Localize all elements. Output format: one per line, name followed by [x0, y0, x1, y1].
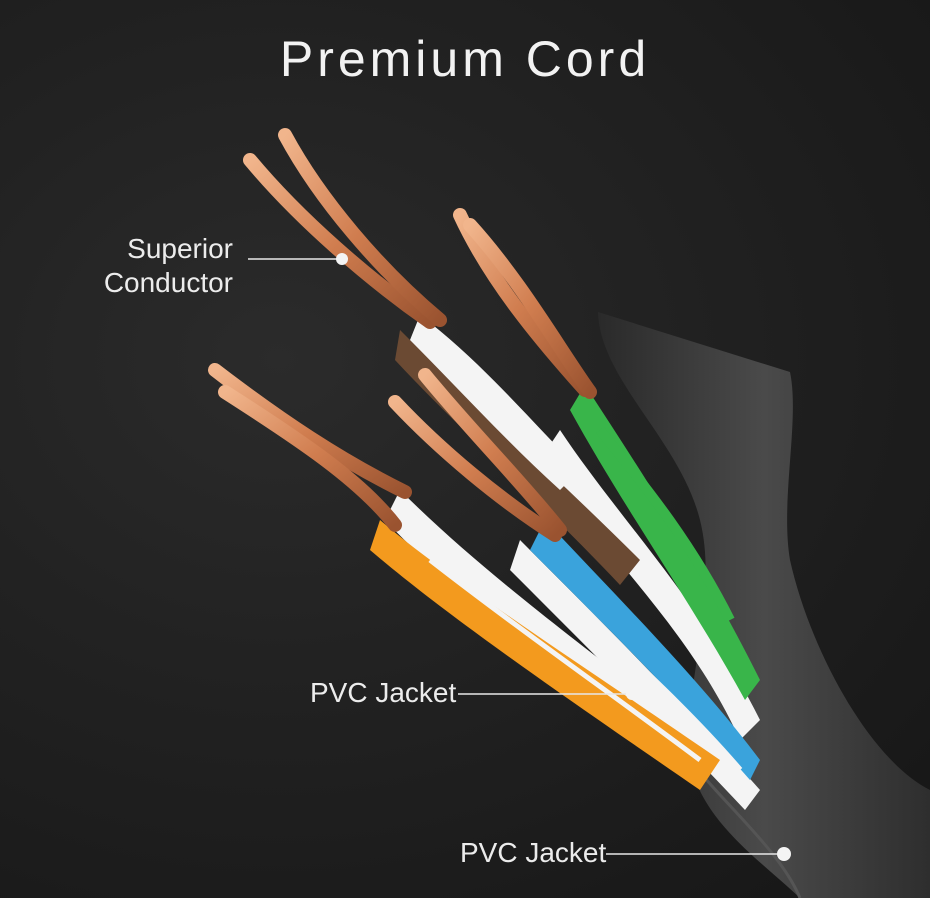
- copper-conductors: [208, 128, 597, 542]
- orange-white-pair: [370, 490, 720, 790]
- callout-lines: [248, 253, 791, 861]
- conductor-callout: Superior Conductor: [98, 232, 233, 300]
- outer-jacket: [598, 312, 930, 898]
- conductor-callout-line1: Superior: [127, 233, 233, 264]
- outer-jacket-callout: PVC Jacket: [460, 837, 607, 868]
- blue-white-pair: [510, 520, 760, 810]
- brown-white-pair: [395, 315, 640, 585]
- inner-jacket-callout: PVC Jacket: [310, 677, 457, 708]
- page-title: Premium Cord: [279, 31, 651, 87]
- green-white-pair: [540, 385, 760, 740]
- conductor-callout-line2: Conductor: [103, 267, 233, 298]
